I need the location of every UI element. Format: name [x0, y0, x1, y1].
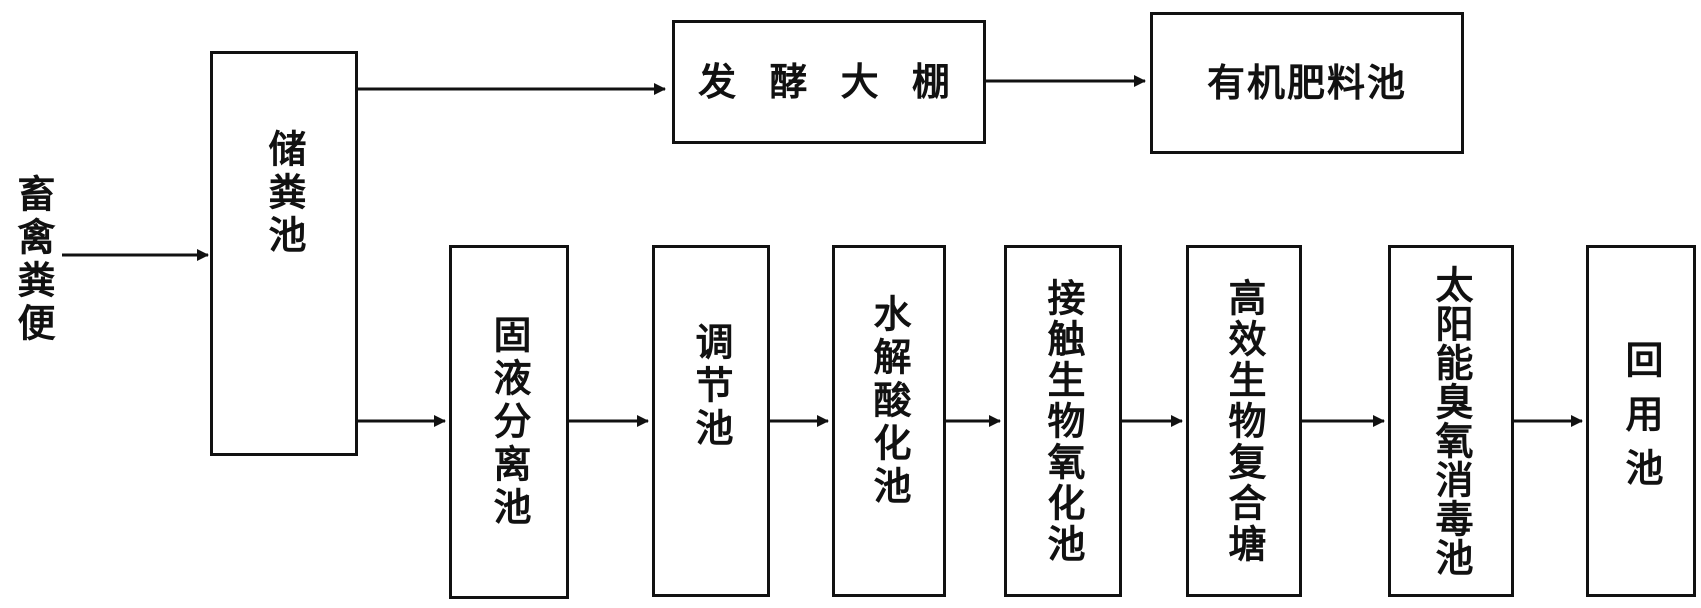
- solar-ozone-disinfection-label: 太阳能臭氧消毒池: [1429, 265, 1473, 577]
- hydrolysis-acidification-label: 水解酸化池: [867, 293, 911, 509]
- fermentation-shed-label: 发 酵 大 棚: [698, 60, 960, 104]
- regulating-tank-box: 调节池: [652, 245, 770, 597]
- solid-liquid-separation-label: 固液分离池: [487, 314, 531, 530]
- reuse-tank-box: 回用池: [1586, 245, 1696, 597]
- bio-composite-pond-label: 高效生物复合塘: [1222, 277, 1266, 565]
- fermentation-shed-box: 发 酵 大 棚: [672, 20, 986, 144]
- contact-bio-oxidation-box: 接触生物氧化池: [1004, 245, 1122, 597]
- solid-liquid-separation-box: 固液分离池: [449, 245, 569, 599]
- reuse-tank-label: 回用池: [1619, 340, 1663, 502]
- source-label: 畜禽粪便: [8, 160, 58, 360]
- organic-fertilizer-tank-label: 有机肥料池: [1206, 61, 1407, 105]
- regulating-tank-label: 调节池: [689, 321, 733, 451]
- solar-ozone-disinfection-box: 太阳能臭氧消毒池: [1388, 245, 1514, 597]
- storage-tank-label: 储粪池: [262, 129, 306, 258]
- bio-composite-pond-box: 高效生物复合塘: [1186, 245, 1302, 597]
- organic-fertilizer-tank-box: 有机肥料池: [1150, 12, 1464, 154]
- contact-bio-oxidation-label: 接触生物氧化池: [1041, 277, 1085, 565]
- hydrolysis-acidification-box: 水解酸化池: [832, 245, 946, 597]
- source-label-text: 畜禽粪便: [11, 174, 55, 346]
- storage-tank-box: 储粪池: [210, 51, 358, 456]
